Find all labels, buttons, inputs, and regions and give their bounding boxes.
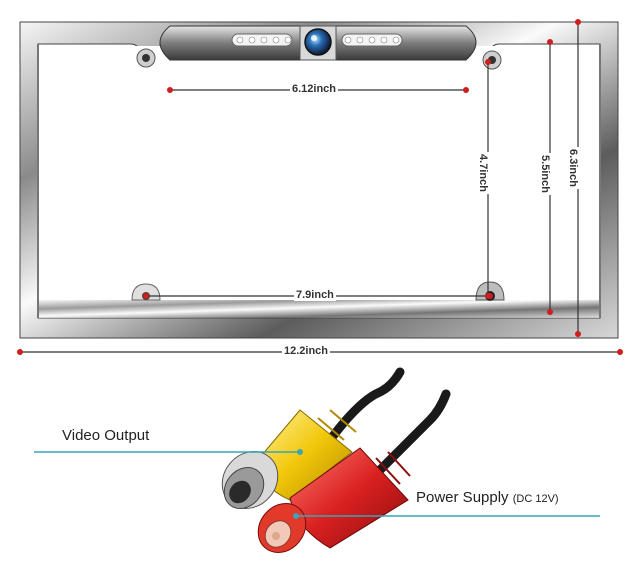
cable-assembly <box>325 367 451 475</box>
dim-label-bottom-width: 7.9inch <box>294 289 336 301</box>
dim-label-outer-height: 6.3inch <box>566 147 579 189</box>
power-supply-label: Power Supply (DC 12V) <box>416 489 559 506</box>
dim-label-mid-height: 5.5inch <box>538 153 551 195</box>
dim-label-top-width: 6.12inch <box>290 83 339 95</box>
camera-bar <box>159 25 477 61</box>
power-supply-title: Power Supply <box>416 489 509 506</box>
mount-hole-top-right <box>482 50 502 70</box>
power-supply-callout-line <box>293 513 600 519</box>
dim-label-inner-height: 4.7inch <box>476 152 489 194</box>
power-supply-spec: (DC 12V) <box>512 493 559 505</box>
camera-lens <box>304 28 332 56</box>
dim-label-overall-width: 12.2inch <box>282 345 331 357</box>
frame-inner-edge <box>38 300 600 318</box>
mount-hole-top-left <box>136 48 156 68</box>
video-output-label: Video Output <box>62 427 150 444</box>
video-output-callout-line <box>34 449 303 455</box>
